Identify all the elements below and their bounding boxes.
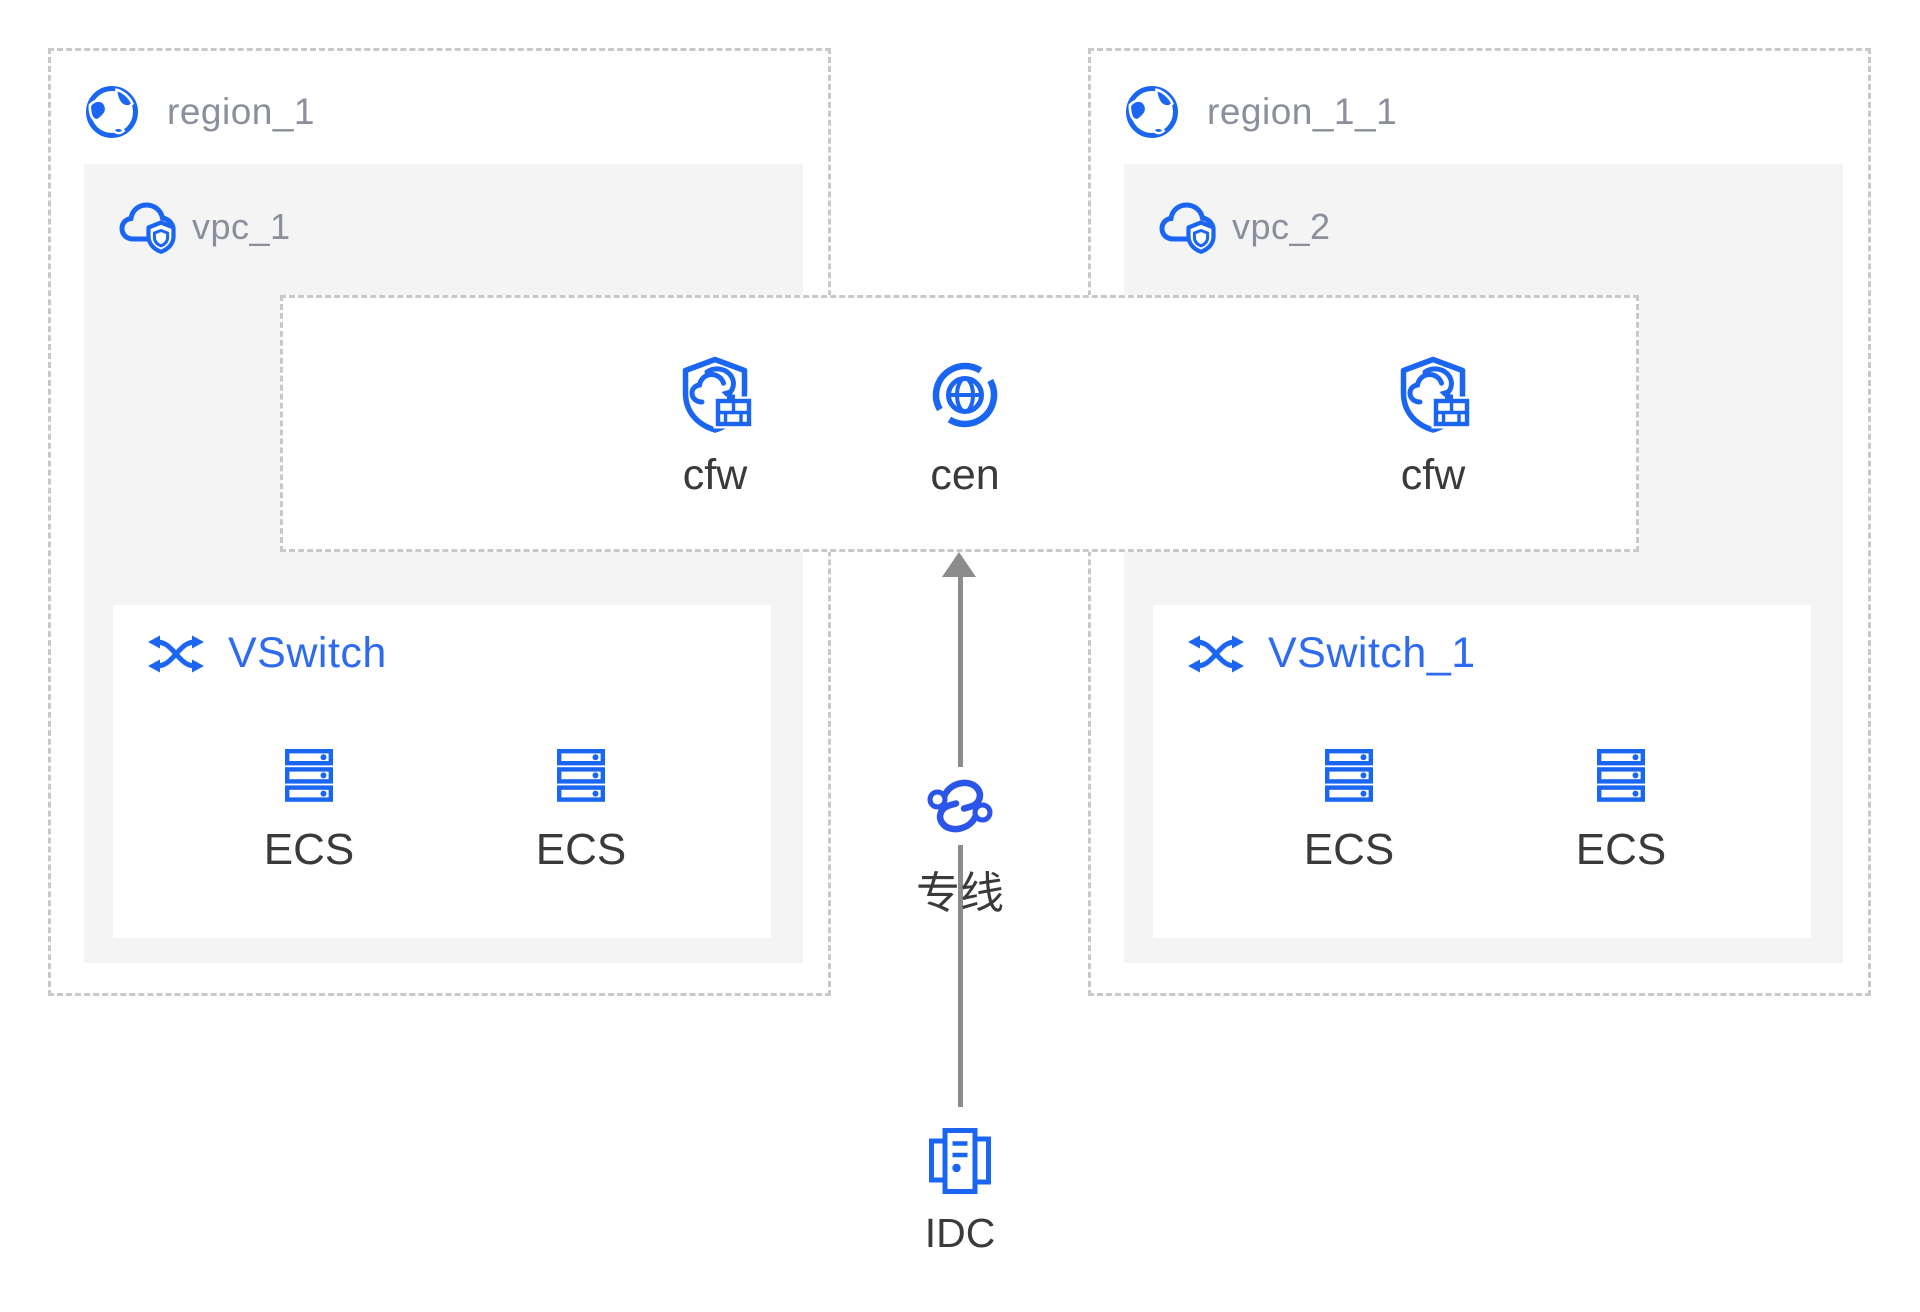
region-1-header: region_1 xyxy=(85,85,315,139)
ecs-node: ECS xyxy=(1551,749,1691,875)
cen-band-box: cfw cen cfw xyxy=(280,295,1639,552)
vpc-box-1: vpc_1 VSwitch ECS ECS xyxy=(84,164,803,963)
ecs-node: ECS xyxy=(1279,749,1419,875)
vswitch-1-header: VSwitch xyxy=(148,629,387,678)
globe-icon xyxy=(1125,85,1179,139)
vswitch-icon xyxy=(1188,634,1244,674)
region-1-label: region_1 xyxy=(167,91,316,132)
ecs-label: ECS xyxy=(535,825,627,874)
idc-node: IDC xyxy=(880,1128,1040,1257)
idc-label: IDC xyxy=(924,1210,996,1256)
express-connect-node xyxy=(920,767,1000,845)
ecs-node: ECS xyxy=(239,749,379,875)
cfw-shield-icon xyxy=(677,356,753,434)
region-2-label: region_1_1 xyxy=(1207,91,1398,132)
cfw-node-left: cfw xyxy=(625,356,805,500)
vswitch-2-label: VSwitch_1 xyxy=(1268,629,1476,677)
ecs-node: ECS xyxy=(511,749,651,875)
vswitch-icon xyxy=(148,634,204,674)
ecs-server-icon xyxy=(1325,749,1373,803)
cloud-security-icon xyxy=(1158,198,1216,256)
vswitch-box-1: VSwitch ECS ECS xyxy=(113,605,771,938)
vpc-box-2: vpc_2 VSwitch_1 ECS ECS xyxy=(1124,164,1843,963)
cfw-shield-icon xyxy=(1395,356,1471,434)
region-2-header: region_1_1 xyxy=(1125,85,1397,139)
ecs-label: ECS xyxy=(1575,825,1667,874)
cloud-security-icon xyxy=(118,198,176,256)
express-connect-label: 专线 xyxy=(916,869,1004,918)
ecs-server-icon xyxy=(1597,749,1645,803)
cfw-node-right: cfw xyxy=(1343,356,1523,500)
ecs-label: ECS xyxy=(263,825,355,874)
idc-building-icon xyxy=(929,1128,991,1194)
cfw-label: cfw xyxy=(1400,451,1466,499)
vpc-1-header: vpc_1 xyxy=(118,198,291,256)
vswitch-2-header: VSwitch_1 xyxy=(1188,629,1476,678)
cen-globe-icon xyxy=(932,356,998,434)
express-connect-icon xyxy=(925,776,995,836)
vpc-1-label: vpc_1 xyxy=(192,206,291,247)
ecs-server-icon xyxy=(285,749,333,803)
globe-icon xyxy=(85,85,139,139)
vpc-2-header: vpc_2 xyxy=(1158,198,1331,256)
vswitch-1-label: VSwitch xyxy=(228,629,387,677)
cen-label: cen xyxy=(930,451,1000,499)
ecs-server-icon xyxy=(557,749,605,803)
cfw-label: cfw xyxy=(682,451,748,499)
arrow-up-icon xyxy=(942,552,976,577)
cen-node: cen xyxy=(875,356,1055,500)
vpc-2-label: vpc_2 xyxy=(1232,206,1331,247)
ecs-label: ECS xyxy=(1303,825,1395,874)
vswitch-box-2: VSwitch_1 ECS ECS xyxy=(1153,605,1811,938)
